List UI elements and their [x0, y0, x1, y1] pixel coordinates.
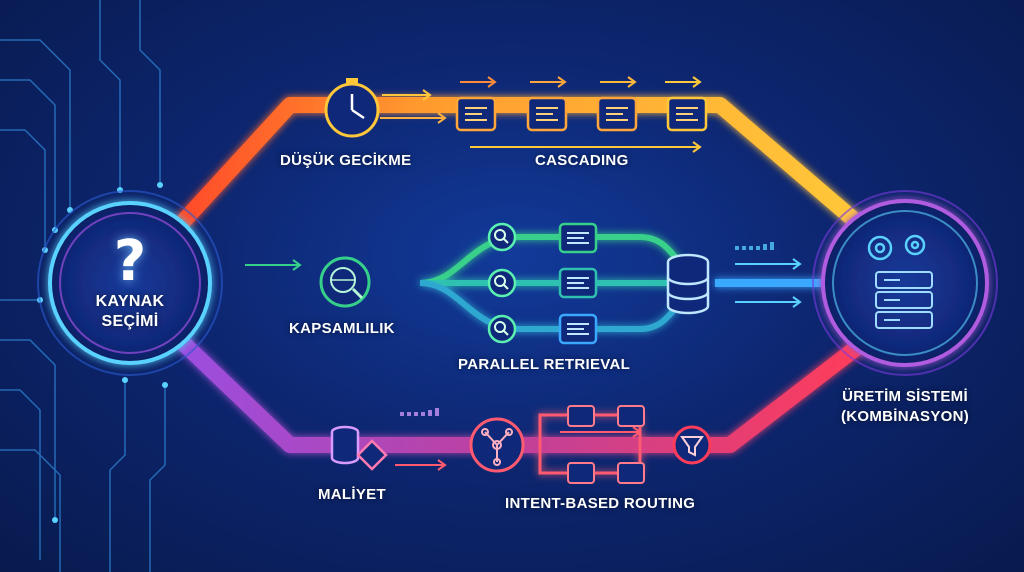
- network-node-icon: [469, 417, 525, 473]
- coins-price-tag-icon: [330, 425, 388, 471]
- gear-icon: [867, 234, 926, 261]
- path-latency-line: [172, 97, 868, 233]
- stopwatch-icon: [324, 78, 380, 138]
- cost-label: MALİYET: [318, 486, 386, 503]
- source-node: [37, 190, 223, 376]
- magnifier-glass: [494, 229, 509, 336]
- coverage-label: KAPSAMLILIK: [289, 320, 395, 337]
- path-coverage-flow: [210, 234, 830, 332]
- target-label-line2: (KOMBİNASYON): [840, 408, 970, 425]
- flow-arrows: [245, 76, 802, 471]
- latency-label: DÜŞÜK GECİKME: [280, 152, 412, 169]
- source-label-line1: KAYNAK: [95, 293, 165, 310]
- intent-routing-label: INTENT-BASED ROUTING: [505, 495, 696, 512]
- parallel-retrieval-label: PARALLEL RETRIEVAL: [458, 356, 631, 373]
- path-latency-flow: [172, 97, 868, 233]
- question-icon: ?: [113, 229, 147, 294]
- document-lines: [465, 107, 698, 121]
- signal-bars: [400, 242, 774, 416]
- source-label-line2: SEÇİMİ: [101, 313, 159, 330]
- funnel-icon: [672, 425, 712, 465]
- cascading-label: CASCADING: [535, 152, 629, 169]
- database-icon: [666, 253, 710, 315]
- search-icons: [487, 222, 517, 344]
- target-node: [812, 190, 998, 376]
- server-icon: [875, 271, 933, 329]
- circuit-traces: [0, 0, 166, 572]
- target-label-line1: ÜRETİM SİSTEMİ: [842, 388, 968, 405]
- globe-search-icon: [319, 256, 371, 308]
- route-doc-icons: [567, 405, 645, 484]
